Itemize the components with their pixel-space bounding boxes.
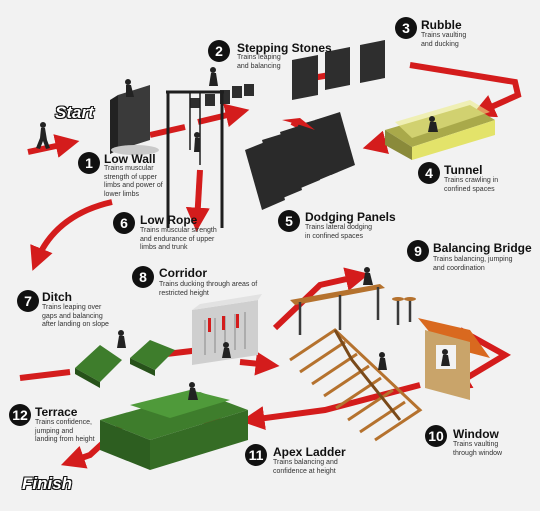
station-number-badge: 7: [17, 290, 39, 312]
balancing-bridge-obstacle: [290, 284, 416, 335]
runner-figures: [36, 67, 450, 400]
station-title: Corridor: [159, 266, 207, 280]
station-title: Dodging Panels: [305, 210, 396, 224]
station-number-badge: 5: [278, 210, 300, 232]
station-number-badge: 4: [418, 162, 440, 184]
window-obstacle: [418, 318, 490, 400]
ditch-obstacle: [75, 340, 175, 388]
rubble-obstacle: [292, 40, 385, 100]
tunnel-obstacle: [385, 100, 495, 160]
low-rope-obstacle: [166, 90, 224, 228]
low-wall-obstacle: [110, 85, 159, 155]
stepping-stones-obstacle: [190, 84, 254, 108]
station-title: Low Wall: [104, 152, 156, 166]
corridor-obstacle: [192, 294, 262, 365]
station-title: Terrace: [35, 405, 78, 419]
station-number-badge: 9: [407, 240, 429, 262]
apex-ladder-obstacle: [289, 328, 423, 442]
station-number-badge: 6: [113, 212, 135, 234]
terrace-obstacle: [100, 390, 248, 470]
station-number-badge: 10: [425, 425, 447, 447]
station-number-badge: 12: [9, 404, 31, 426]
station-title: Stepping Stones: [237, 41, 332, 55]
station-title: Apex Ladder: [273, 445, 346, 459]
dodging-panels-obstacle: [245, 112, 355, 210]
station-title: Rubble: [421, 18, 462, 32]
finish-label: Finish: [21, 473, 73, 493]
station-title: Low Rope: [140, 213, 198, 227]
station-number-badge: 8: [132, 266, 154, 288]
station-number-badge: 2: [208, 40, 230, 62]
station-title: Window: [453, 427, 499, 441]
station-title: Balancing Bridge: [433, 241, 532, 255]
station-number-badge: 11: [245, 444, 267, 466]
station-number-badge: 3: [395, 17, 417, 39]
station-number-badge: 1: [78, 152, 100, 174]
station-title: Ditch: [42, 290, 72, 304]
start-label: Start: [54, 102, 94, 122]
station-title: Tunnel: [444, 163, 483, 177]
